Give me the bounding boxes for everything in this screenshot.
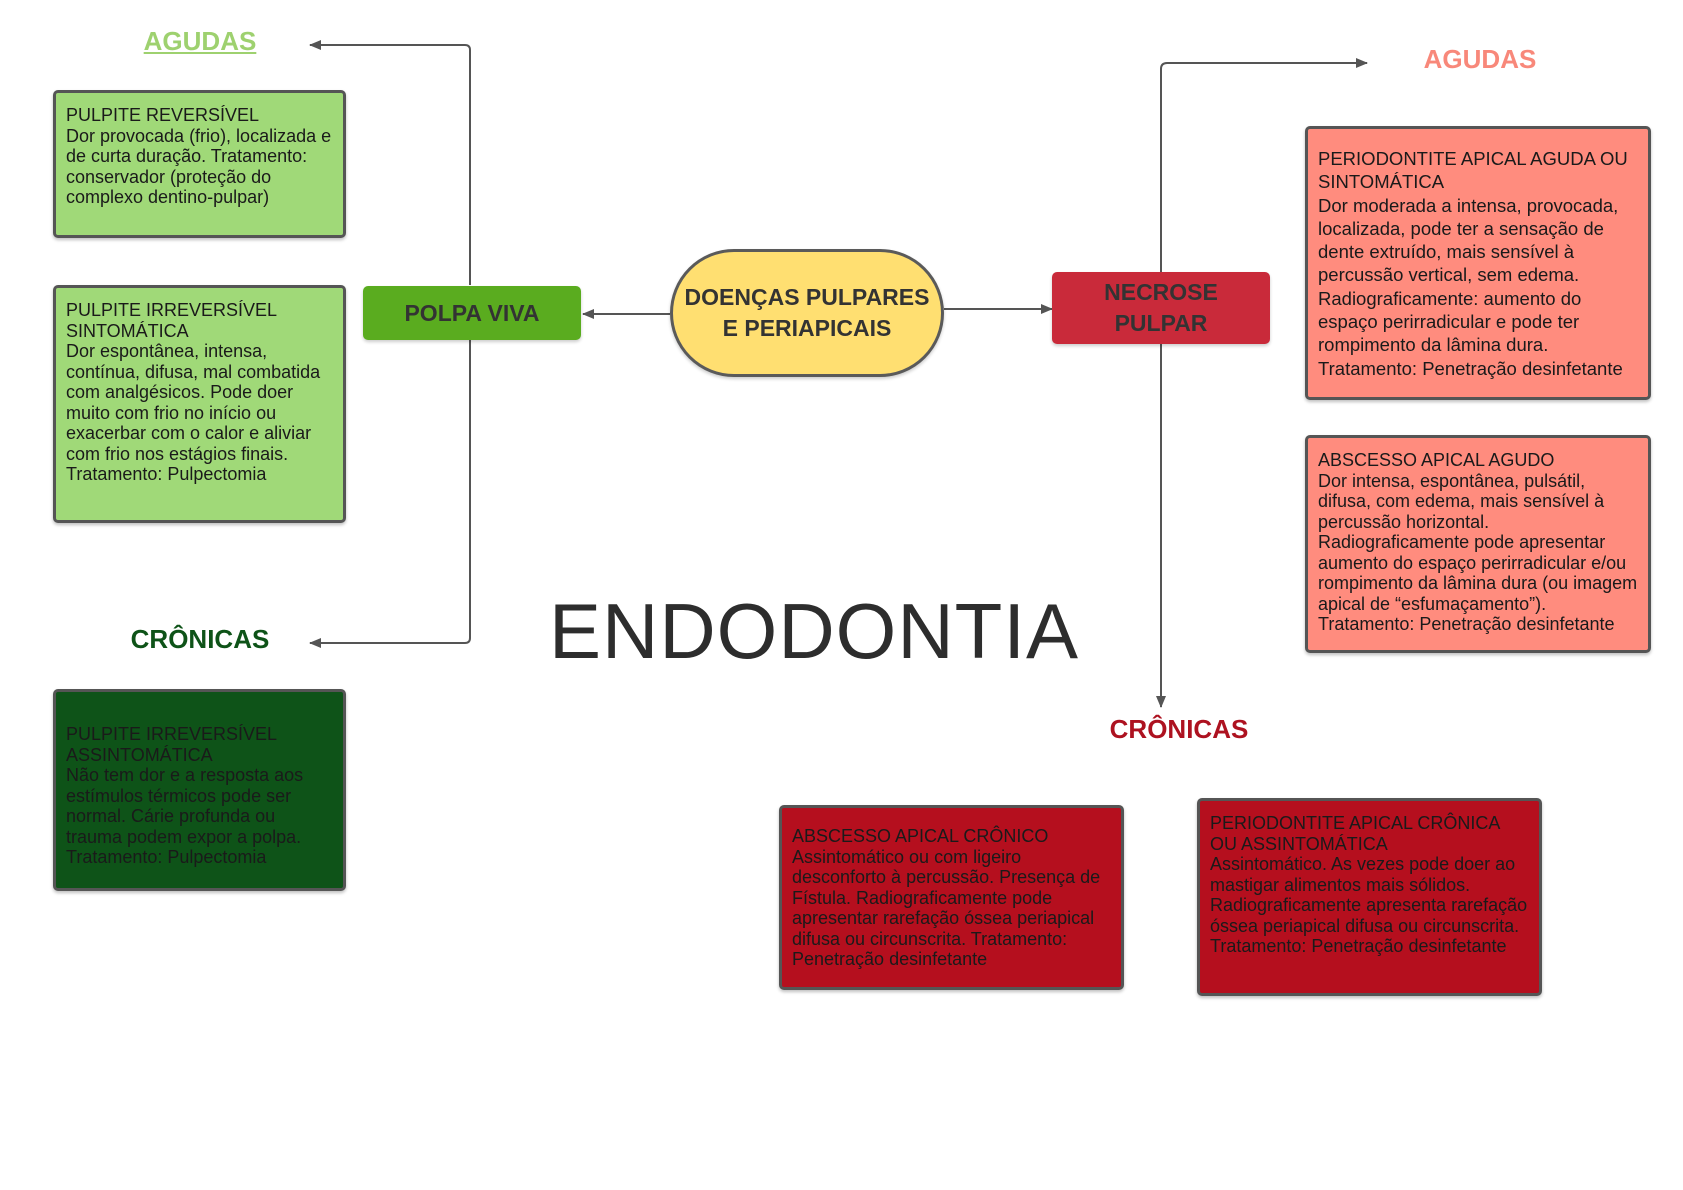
agudas-heading-right: AGUDAS [1423,44,1537,74]
box-title: PULPITE IRREVERSÍVEL SINTOMÁTICA [66,300,277,341]
page-title: ENDODONTIA [549,587,1080,675]
box-text: Dor moderada a intensa, provocada, local… [1318,194,1623,379]
box-periodontite-apical-cronica: PERIODONTITE APICAL CRÔNICA OU ASSINTOMÁ… [1197,798,1542,996]
box-text: Dor intensa, espontânea, pulsátil, difus… [1318,470,1638,635]
necrose-pulpar-label: NECROSE PULPAR [1104,279,1218,336]
box-pulpite-irreversivel-sintomatica: PULPITE IRREVERSÍVEL SINTOMÁTICA Dor esp… [53,285,346,523]
center-node: DOENÇAS PULPARES E PERIAPICAIS [670,249,944,377]
box-title: ABSCESSO APICAL CRÔNICO [792,826,1049,846]
box-text: Dor provocada (frio), localizada e de cu… [66,125,332,208]
box-title: PERIODONTITE APICAL CRÔNICA OU ASSINTOMÁ… [1210,813,1500,854]
box-periodontite-apical-aguda: PERIODONTITE APICAL AGUDA OU SINTOMÁTICA… [1305,126,1651,400]
agudas-heading-left: AGUDAS [143,26,257,56]
cronicas-heading-left: CRÔNICAS [130,624,270,654]
box-title: PULPITE IRREVERSÍVEL ASSINTOMÁTICA [66,724,277,765]
box-abscesso-apical-agudo: ABSCESSO APICAL AGUDO Dor intensa, espon… [1305,435,1651,653]
cronicas-heading-right: CRÔNICAS [1109,714,1249,744]
necrose-pulpar-node: NECROSE PULPAR [1052,272,1270,344]
arrow-necrose-to-agudas [1160,58,1368,272]
center-node-label: DOENÇAS PULPARES E PERIAPICAIS [684,284,930,341]
polpa-viva-node: POLPA VIVA [363,286,581,340]
box-abscesso-apical-cronico: ABSCESSO APICAL CRÔNICO Assintomático ou… [779,805,1124,990]
box-text: Assintomático. As vezes pode doer ao mas… [1210,854,1528,956]
box-pulpite-reversivel: PULPITE REVERSÍVEL Dor provocada (frio),… [53,90,346,238]
box-text: Não tem dor e a resposta aos estímulos t… [66,765,304,867]
box-title: PERIODONTITE APICAL AGUDA OU SINTOMÁTICA [1318,148,1628,193]
box-pulpite-irreversivel-assintomatica: PULPITE IRREVERSÍVEL ASSINTOMÁTICA Não t… [53,689,346,891]
box-text: Assintomático ou com ligeiro desconforto… [792,846,1101,970]
box-title: ABSCESSO APICAL AGUDO [1318,450,1555,470]
arrow-polpa-viva-to-cronicas [309,339,471,648]
arrow-polpa-viva-to-agudas [309,40,471,285]
box-title: PULPITE REVERSÍVEL [66,105,260,125]
box-text: Dor espontânea, intensa, contínua, difus… [66,341,321,484]
polpa-viva-label: POLPA VIVA [404,299,540,326]
